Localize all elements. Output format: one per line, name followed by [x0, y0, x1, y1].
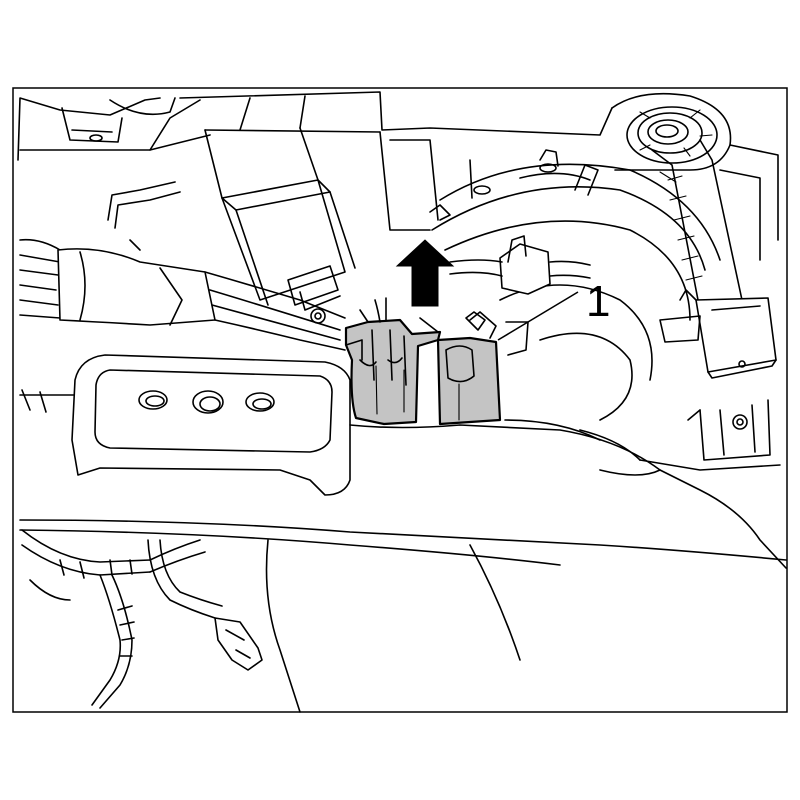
cable-grommet [611, 92, 779, 261]
relay-module [204, 127, 356, 324]
up-arrow-icon [395, 204, 455, 307]
callout-1-label: 1 [586, 277, 610, 326]
lower-right-bracket [639, 399, 781, 471]
trim-panel [19, 424, 787, 713]
upper-panel [179, 91, 613, 231]
wiring-clip [449, 235, 591, 331]
right-connector-plug [659, 289, 777, 379]
wiring-harness-left [19, 181, 346, 413]
callout-1-leader [497, 291, 579, 341]
highlighted-connector [344, 297, 529, 426]
figure-frame [12, 87, 788, 713]
three-hole-pad [71, 354, 351, 496]
callout-1: 1 [497, 277, 610, 341]
lower-left-wires [21, 529, 263, 709]
upper-left-housing [17, 97, 211, 161]
wire-lead-right [651, 139, 743, 301]
connector-left-half [344, 318, 442, 426]
connector-right-half [436, 336, 502, 426]
